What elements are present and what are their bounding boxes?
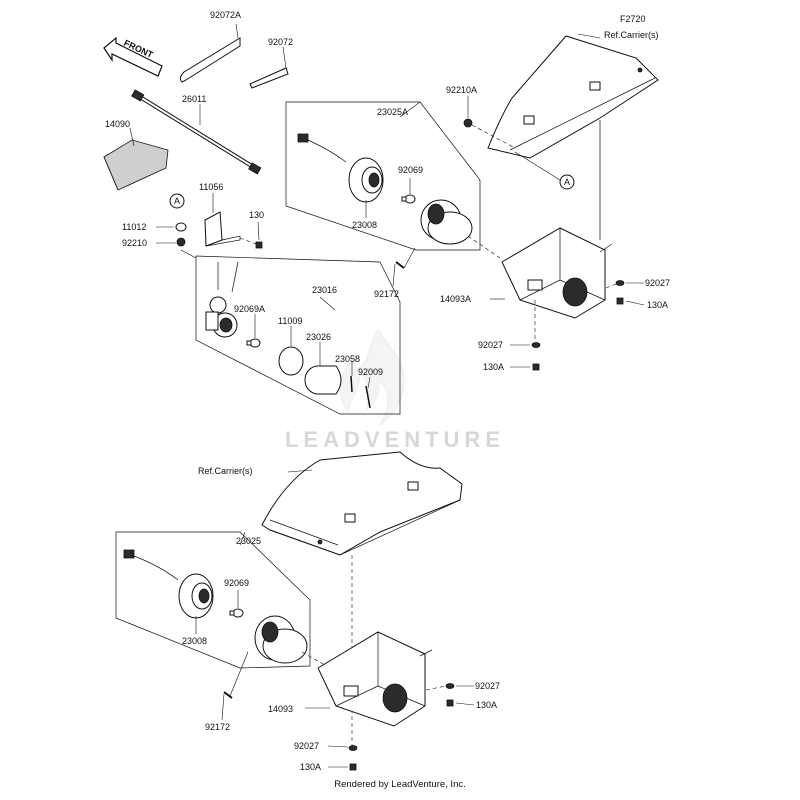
front-arrow-icon: FRONT bbox=[103, 36, 163, 77]
label-92009: 92009 bbox=[358, 367, 383, 377]
label-92072A: 92072A bbox=[210, 10, 241, 20]
box-23016 bbox=[195, 255, 401, 415]
lamp-socket-23016 bbox=[205, 261, 239, 338]
fasteners-bottom-top bbox=[510, 300, 541, 371]
screw-92009 bbox=[365, 376, 371, 409]
screw-92172-bottom bbox=[221, 651, 249, 721]
label-23008-top: 23008 bbox=[352, 220, 377, 230]
bolt-130 bbox=[255, 241, 263, 249]
watermark-logo bbox=[340, 329, 405, 426]
socket-23008-top bbox=[297, 133, 384, 218]
screw-23058 bbox=[350, 362, 353, 393]
label-92027-right-top: 92027 bbox=[645, 278, 670, 288]
label-11009: 11009 bbox=[278, 316, 302, 326]
label-130: 130 bbox=[249, 210, 264, 220]
label-92027-right-bottom: 92027 bbox=[475, 681, 500, 691]
cover-14090 bbox=[103, 127, 169, 191]
watermark-text: LEADVENTURE bbox=[285, 427, 505, 452]
oring-11009 bbox=[278, 326, 304, 376]
label-130A-right-bottom: 130A bbox=[476, 700, 497, 710]
label-ref-carrier-top: Ref.Carrier(s) bbox=[604, 30, 659, 40]
grommet-11012 bbox=[175, 222, 187, 232]
label-14093: 14093 bbox=[268, 704, 293, 714]
label-23058: 23058 bbox=[335, 354, 360, 364]
callout-a-left bbox=[169, 193, 185, 209]
label-ref-carrier-bottom: Ref.Carrier(s) bbox=[198, 466, 253, 476]
label-130A-bottom-top: 130A bbox=[483, 362, 504, 372]
label-11012: 11012 bbox=[122, 222, 146, 232]
harness-26011 bbox=[131, 89, 262, 175]
label-92172-bottom: 92172 bbox=[205, 722, 230, 732]
figure-code: F2720 bbox=[620, 14, 646, 24]
label-23026: 23026 bbox=[306, 332, 331, 342]
label-14090: 14090 bbox=[105, 119, 130, 129]
fasteners-right-bottom bbox=[425, 683, 475, 707]
screw-92172-top bbox=[392, 247, 416, 287]
footer-credit: Rendered by LeadVenture, Inc. bbox=[334, 779, 466, 790]
label-92172-top: 92172 bbox=[374, 289, 399, 299]
strap-92072 bbox=[249, 46, 289, 89]
label-92069A: 92069A bbox=[234, 304, 265, 314]
nut-92210A bbox=[463, 96, 516, 149]
fasteners-bottom-bottom bbox=[327, 745, 358, 771]
label-26011: 26011 bbox=[182, 94, 206, 104]
label-92027-bottom-top: 92027 bbox=[478, 340, 503, 350]
label-23025: 23025 bbox=[236, 536, 261, 546]
label-92027-bottom-bottom: 92027 bbox=[294, 741, 319, 751]
bulb-92069A bbox=[246, 314, 261, 348]
bulb-92069-top bbox=[401, 178, 416, 204]
lamp-unit-top bbox=[420, 199, 501, 259]
label-92069-top: 92069 bbox=[398, 165, 423, 175]
lamp-unit-bottom bbox=[254, 615, 331, 669]
label-23016: 23016 bbox=[312, 285, 337, 295]
carrier-lower bbox=[261, 451, 463, 746]
carrier-upper bbox=[487, 35, 659, 240]
bracket-14093 bbox=[305, 631, 433, 727]
lens-23026 bbox=[304, 342, 342, 395]
callout-a-right bbox=[559, 174, 575, 190]
label-92210: 92210 bbox=[122, 238, 147, 248]
socket-23008-bottom bbox=[123, 549, 214, 634]
bracket-14093A bbox=[490, 227, 613, 319]
label-92210A: 92210A bbox=[446, 85, 477, 95]
callout-a-left-text: A bbox=[174, 196, 180, 206]
label-130A-right-top: 130A bbox=[647, 300, 668, 310]
label-92072: 92072 bbox=[268, 37, 293, 47]
label-23008-bottom: 23008 bbox=[182, 636, 207, 646]
nut-92210 bbox=[176, 237, 186, 247]
callout-a-right-text: A bbox=[564, 177, 570, 187]
fasteners-right-top bbox=[605, 280, 645, 306]
box-23025 bbox=[115, 531, 311, 669]
label-14093A: 14093A bbox=[440, 294, 471, 304]
label-23025A: 23025A bbox=[377, 107, 408, 117]
strap-92072A bbox=[179, 23, 241, 83]
label-130A-bottom-bottom: 130A bbox=[300, 762, 321, 772]
label-11056: 11056 bbox=[199, 182, 223, 192]
label-92069-bottom: 92069 bbox=[224, 578, 249, 588]
bulb-92069-bottom bbox=[229, 590, 244, 618]
bracket-11056 bbox=[204, 211, 241, 247]
